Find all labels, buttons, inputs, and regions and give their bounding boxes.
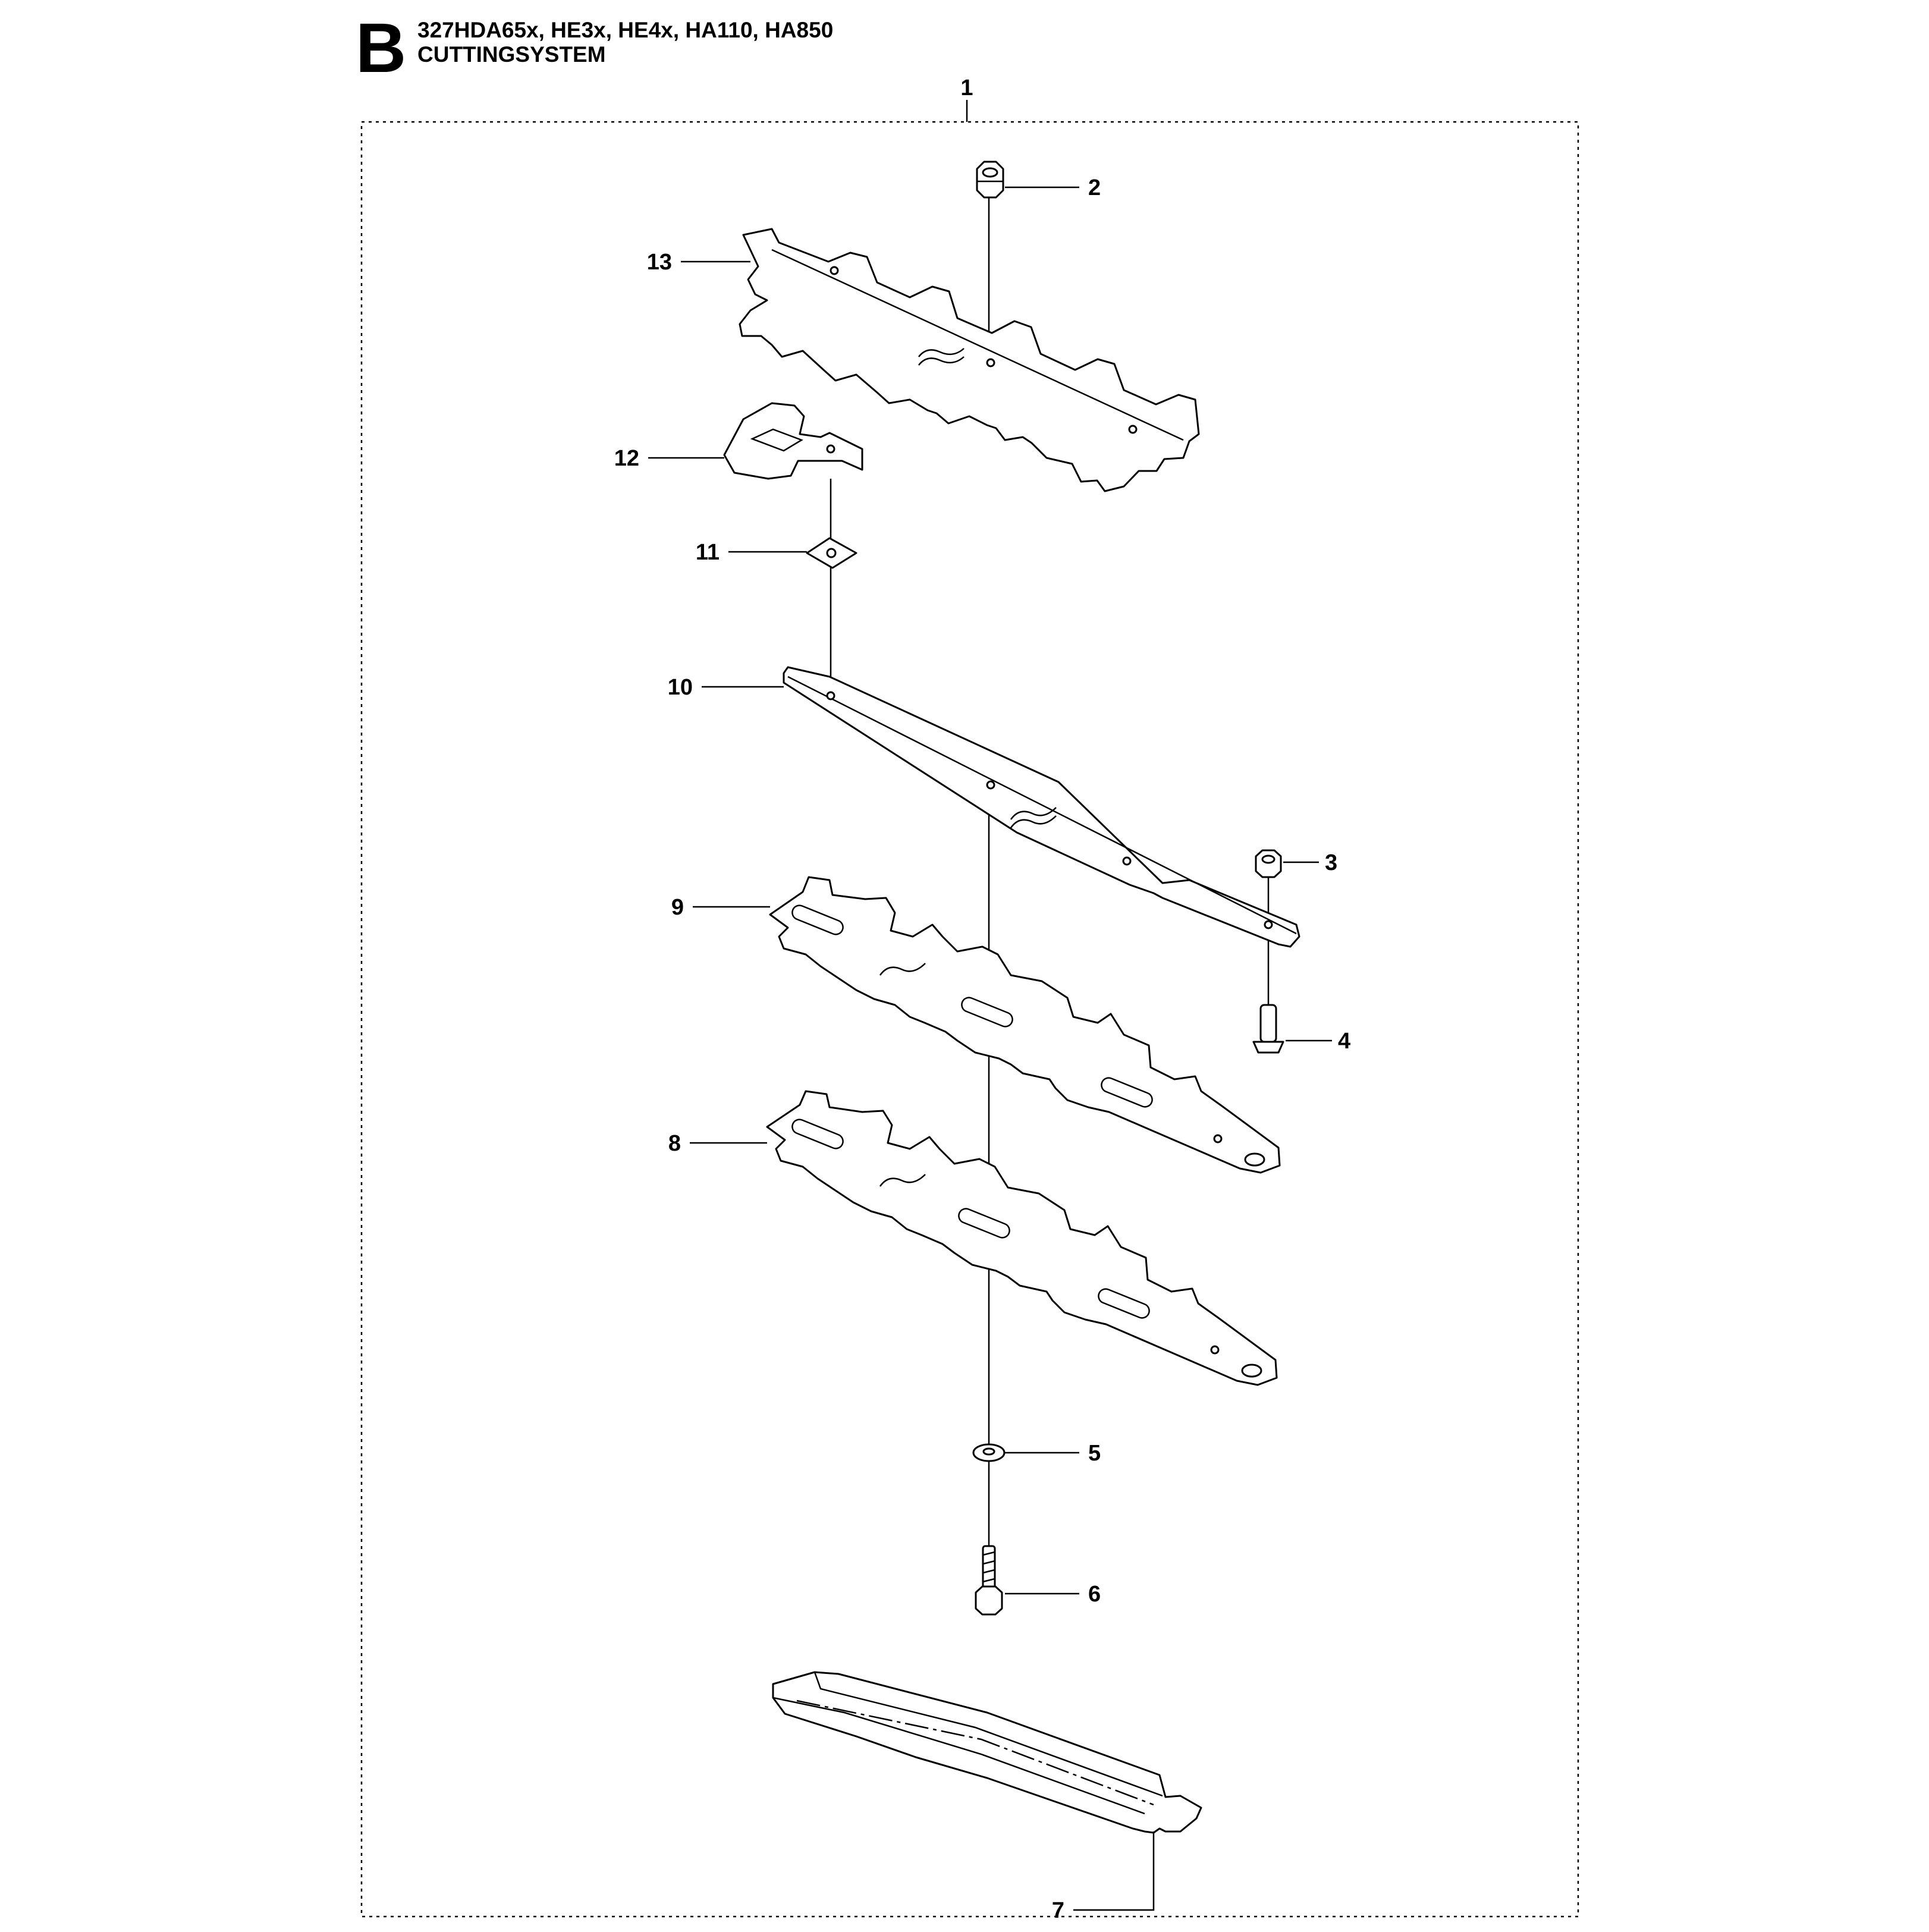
lower-blade [766,1090,1278,1386]
blade-sheath [772,1671,1202,1834]
countersunk-screw [1252,1004,1284,1054]
washer [972,1443,1006,1462]
blade-bracket [723,402,863,480]
callout-13: 13 [647,250,672,275]
section-letter: B [356,9,407,87]
callout-10: 10 [668,675,693,700]
flange-nut [976,161,1004,199]
callout-12: 12 [614,446,639,471]
bolt [975,1545,1003,1616]
assembly-title: CUTTINGSYSTEM [417,42,606,67]
callout-4: 4 [1338,1029,1350,1054]
callout-2: 2 [1088,175,1101,200]
hex-nut [1255,849,1282,878]
callout-5: 5 [1088,1441,1101,1466]
title-block: 327HDA65x, HE3x, HE4x, HA110, HA850 CUTT… [417,18,833,67]
assembly-boundary [360,121,1579,1918]
callout-7: 7 [1052,1898,1064,1923]
blade-guard [739,228,1200,492]
square-washer [806,537,857,569]
model-list: 327HDA65x, HE3x, HE4x, HA110, HA850 [417,18,834,42]
callout-6: 6 [1088,1582,1101,1607]
upper-blade [769,876,1281,1174]
callout-11: 11 [696,540,720,565]
callout-1: 1 [960,76,973,100]
connecting-bar [783,666,1300,948]
callout-7-leader [1073,1832,1155,1911]
callout-9: 9 [671,895,684,920]
callout-3: 3 [1325,850,1337,875]
callout-8: 8 [668,1131,681,1156]
